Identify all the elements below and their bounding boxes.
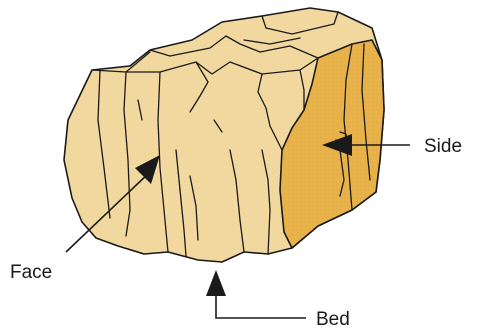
face-label: Face — [10, 262, 52, 283]
side-label: Side — [424, 136, 462, 157]
bed-label: Bed — [316, 309, 350, 329]
bed-arrow — [206, 270, 306, 318]
